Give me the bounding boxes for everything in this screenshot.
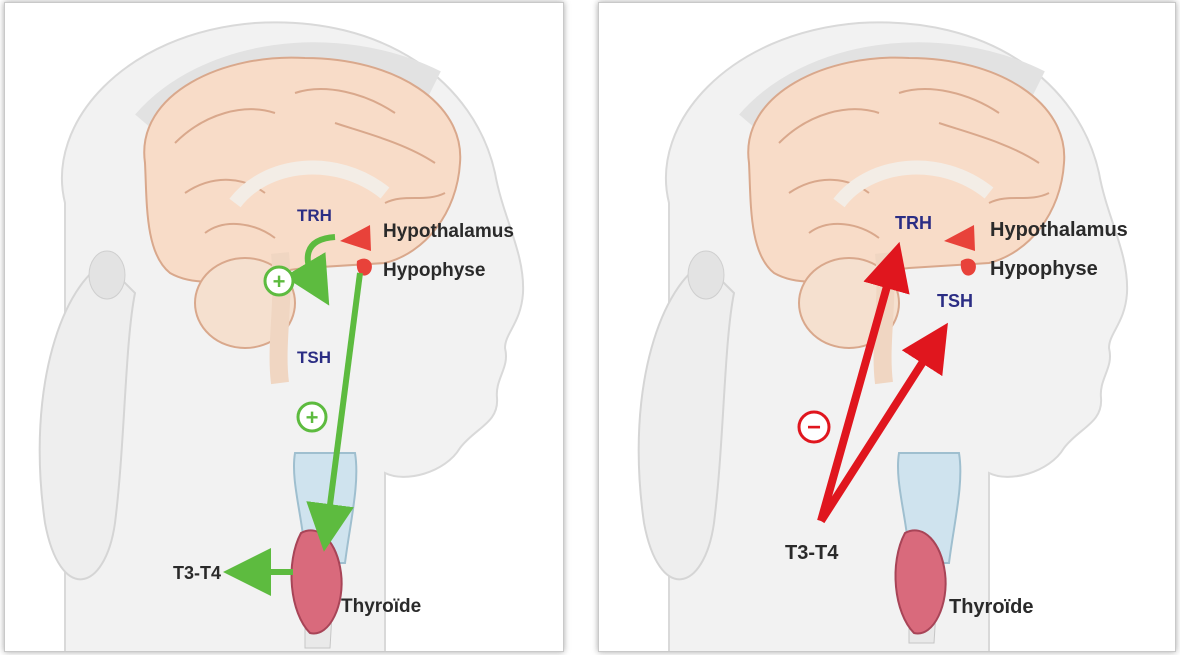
thyroid-label: Thyroïde <box>341 596 421 617</box>
hypophyse-label: Hypophyse <box>990 258 1098 280</box>
trh-label: TRH <box>895 213 932 233</box>
hypophyse-label: Hypophyse <box>383 260 485 281</box>
trh-label: TRH <box>297 206 332 225</box>
tsh-label: TSH <box>297 348 331 367</box>
thyroid-label: Thyroïde <box>949 596 1033 618</box>
positive-feedback-diagram: + + TRH TSH Hypothalamus Hypophyse Thyro… <box>5 3 564 652</box>
t3t4-label: T3-T4 <box>173 563 221 583</box>
minus-sign: − <box>799 412 829 442</box>
hypothalamus-label: Hypothalamus <box>990 219 1128 241</box>
t3t4-label: T3-T4 <box>785 542 839 564</box>
tsh-label: TSH <box>937 291 973 311</box>
negative-feedback-diagram: − TRH TSH Hypothalamus Hypophyse Thyroïd… <box>599 3 1176 652</box>
svg-text:−: − <box>807 414 821 441</box>
plus-sign-lower: + <box>298 403 326 431</box>
svg-text:+: + <box>273 269 286 294</box>
plus-sign-upper: + <box>265 267 293 295</box>
positive-feedback-panel: + + TRH TSH Hypothalamus Hypophyse Thyro… <box>4 2 564 652</box>
negative-feedback-panel: − TRH TSH Hypothalamus Hypophyse Thyroïd… <box>598 2 1176 652</box>
svg-text:+: + <box>306 405 319 430</box>
hypothalamus-label: Hypothalamus <box>383 221 514 242</box>
